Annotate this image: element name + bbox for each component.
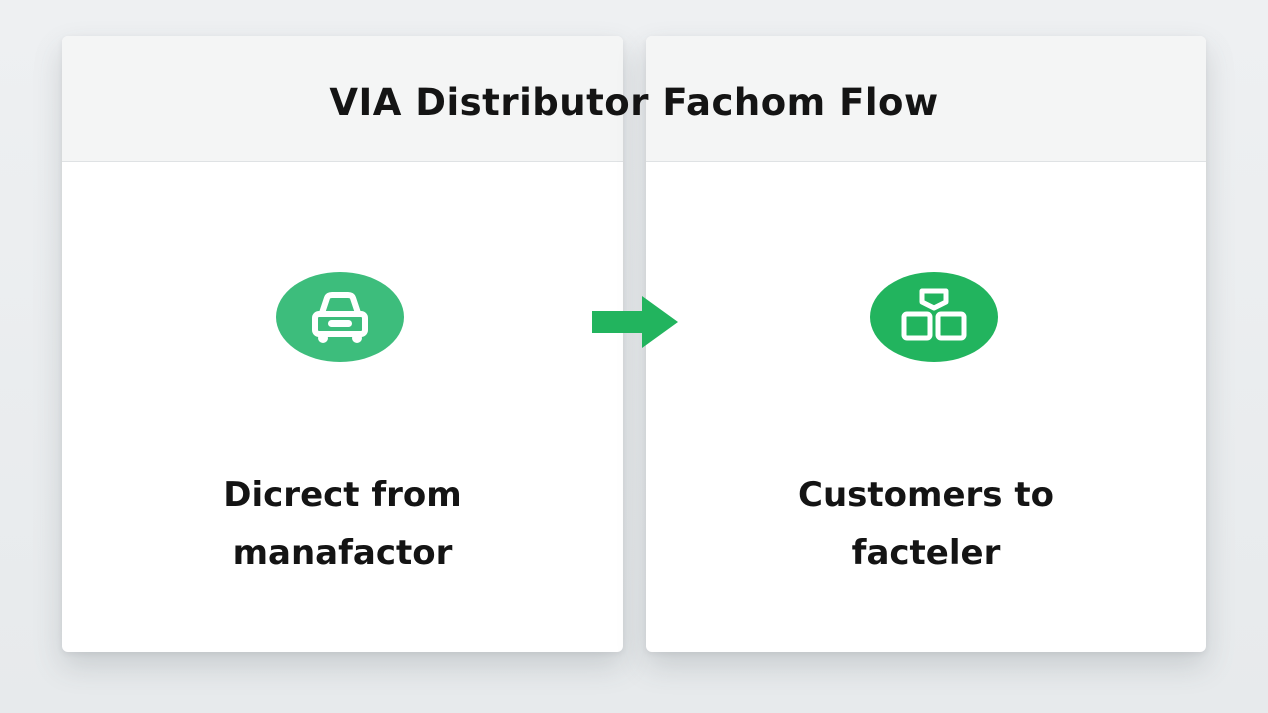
step-card-manufacturer: Dicrect from manafactor bbox=[62, 36, 623, 652]
blocks-icon bbox=[901, 288, 967, 341]
step-label-line1: Dicrect from bbox=[223, 475, 462, 515]
card-header bbox=[646, 36, 1206, 162]
step-label: Dicrect from manafactor bbox=[62, 466, 623, 582]
step-label: Customers to facteler bbox=[646, 466, 1206, 582]
step-label-line2: facteler bbox=[851, 533, 1001, 573]
step-icon-badge bbox=[276, 272, 404, 362]
title-part-2: Fachom Flow bbox=[662, 81, 939, 124]
step-icon-badge bbox=[870, 272, 998, 362]
step-label-line2: manafactor bbox=[232, 533, 453, 573]
card-header bbox=[62, 36, 623, 162]
title-part-1: VIA Distributor bbox=[329, 81, 649, 124]
arrow-right-icon bbox=[592, 296, 678, 348]
diagram-title: VIA Distributor Fachom Flow bbox=[0, 78, 1268, 128]
car-icon bbox=[312, 292, 368, 343]
step-card-customers: Customers to facteler bbox=[646, 36, 1206, 652]
step-label-line1: Customers to bbox=[798, 475, 1054, 515]
